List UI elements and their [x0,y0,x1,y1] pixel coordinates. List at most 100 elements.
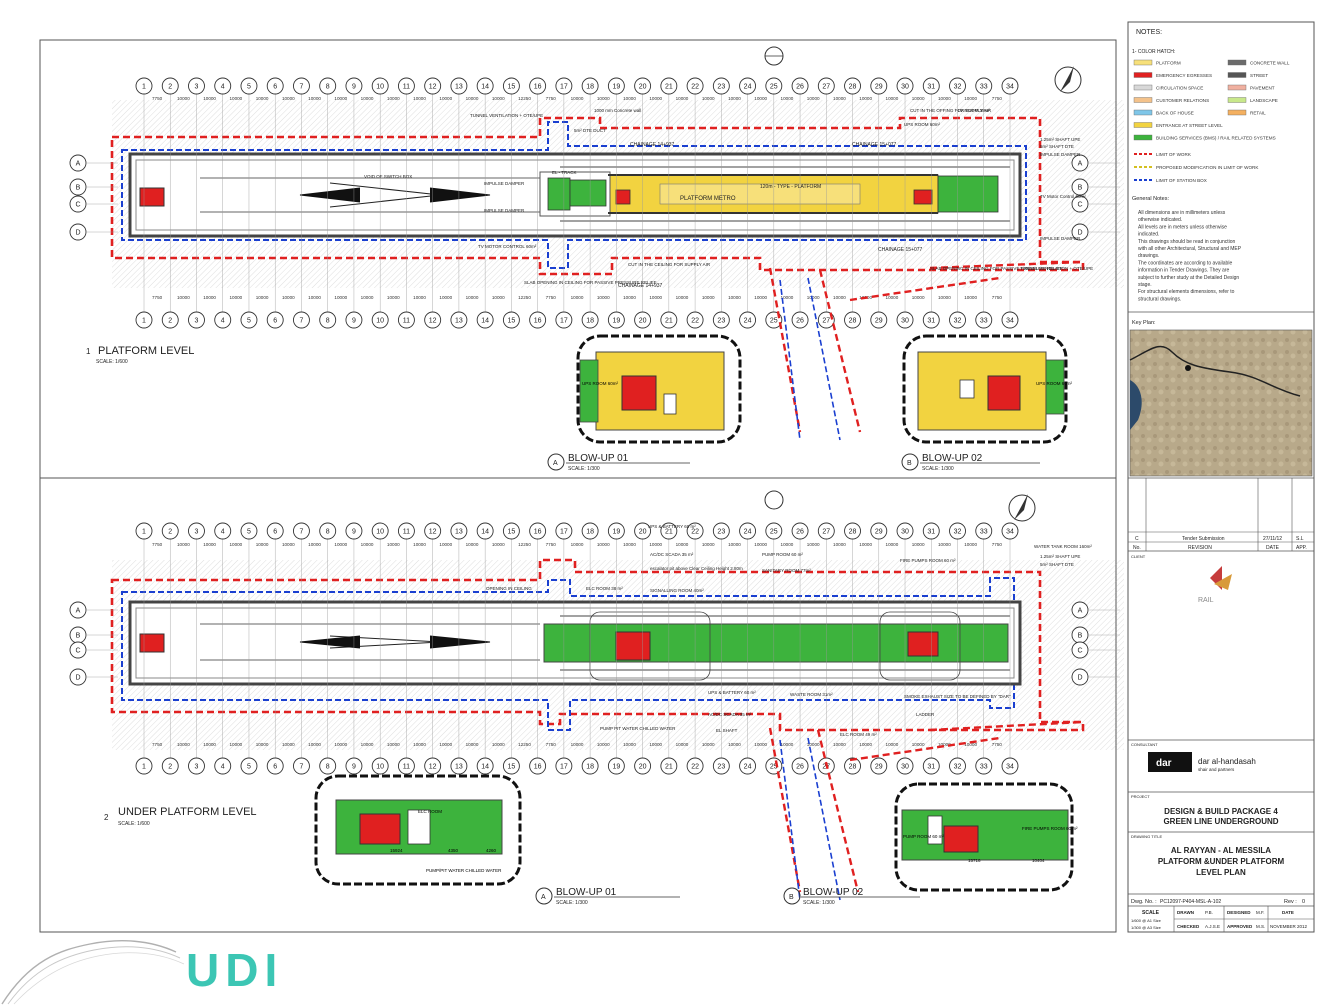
grid-label: 22 [691,318,699,325]
grid-label: 16 [534,318,542,325]
grid-bubble [712,757,730,775]
grid-bubble [476,311,494,329]
grid-label: 17 [560,318,568,325]
grid-spacing: 10000 [571,96,584,101]
general-note-line: stage. [1138,282,1152,288]
grid-label: 32 [954,318,962,325]
grid-bubble [214,311,232,329]
grid-bubble [739,522,757,540]
lo-b1-letter: A [541,894,546,901]
grid-spacing: 10000 [676,542,689,547]
grid-bubble [660,757,678,775]
drawing-title-label: DRAWING TITLE [1131,834,1162,839]
general-note-line: All levels are in meters unless otherwis… [1138,224,1227,230]
rev-head-app: APP. [1296,545,1307,551]
row-label: C [75,648,80,655]
row-label: A [1078,161,1083,168]
grid-spacing: 10000 [754,295,767,300]
grid-bubble [660,311,678,329]
grid-bubble [844,77,861,95]
grid-label: 7 [300,529,304,536]
lo-b2-room: PUMP ROOM 60 m² [903,834,944,839]
grid-bubble [1001,77,1019,95]
grid-label: 23 [717,84,725,91]
grid-spacing: 10000 [492,96,505,101]
tunnel-vent-right: TUNNEL VENTILATION + OTE/UPE [1020,266,1093,271]
grid-spacing: 10000 [964,742,977,747]
grid-label: 20 [639,318,647,325]
grid-spacing: 10000 [886,295,899,300]
grid-bubble [817,77,835,95]
grid-bubble [791,522,809,540]
grid-bubble [161,311,179,329]
legend-label: CIRCULATION SPACE [1156,86,1203,91]
grid-bubble [1001,757,1019,775]
checked-value: A.J.S.E [1205,924,1220,929]
row-label: B [76,185,81,192]
grid-bubble [424,757,442,775]
grid-bubble [686,757,704,775]
grid-bubble [266,522,284,540]
legend-swatch [1227,109,1247,116]
project-label: PROJECT [1131,794,1150,799]
lower-blowup-02: PUMP ROOM 60 m² FIRE PUMPS ROOM 60 m² 15… [894,782,1078,892]
grid-spacing: 10000 [334,295,347,300]
grid-spacing: 10000 [702,96,715,101]
grid-bubble [293,757,310,775]
grid-spacing: 10000 [702,742,715,747]
opening-ceiling-label: OPENING IN CEILING [486,586,532,591]
grid-label: 5 [247,318,251,325]
grid-bubble [870,757,888,775]
row-label: B [1078,633,1083,640]
lo-b2-title: BLOW-UP 02 [803,887,864,898]
rev-head-date: DATE [1266,545,1280,551]
grid-label: 5 [247,529,251,536]
row-label: A [1078,608,1083,615]
grid-spacing: 10000 [282,295,295,300]
grid-label: 5 [247,764,251,771]
grid-bubble [371,522,389,540]
grid-spacing: 10000 [361,542,374,547]
grid-label: 29 [875,318,883,325]
grid-spacing: 10000 [912,742,925,747]
consultant-label: CONSULTANT [1131,742,1158,747]
grid-label: 28 [849,84,857,91]
grid-bubble [293,522,310,540]
grid-spacing: 10000 [649,542,662,547]
grid-spacing: 10000 [597,96,610,101]
grid-label: 9 [352,318,356,325]
grid-label: 5 [247,84,251,91]
grid-label: 12 [429,764,437,771]
lo-b1-room: ELC ROOM [418,809,442,814]
grid-spacing: 10000 [623,742,636,747]
up-b2-bubble [901,453,919,471]
general-note-line: with all other Architectural, Structural… [1138,246,1242,252]
grid-spacing: 10000 [466,742,479,747]
lo-b2-scale: SCALE: 1/300 [803,900,835,906]
grid-spacing: 7750 [152,542,163,547]
grid-spacing: 10000 [833,96,846,101]
chainage-bottom-right: CHAINAGE 15+077 [878,247,923,253]
lo-b2-dim: 15716 [968,858,981,863]
grid-bubble [371,311,389,329]
project-title: DESIGN & BUILD PACKAGE 4 [1164,807,1278,816]
up-b2-title: BLOW-UP 02 [922,453,983,464]
grid-spacing: 10000 [334,96,347,101]
grid-spacing: 10000 [886,96,899,101]
grid-label: 20 [639,529,647,536]
impulse-damper-4: IMPULSE DAMPER [1040,236,1081,241]
grid-bubble [712,522,730,540]
grid-bubble [424,311,442,329]
grid-bubble [555,757,573,775]
grid-label: 3 [195,318,199,325]
designed-label: DESIGNED [1227,910,1251,915]
grid-spacing: 10000 [964,96,977,101]
grid-spacing: 7750 [546,295,557,300]
grid-spacing: 10000 [177,295,190,300]
grid-spacing: 10000 [728,295,741,300]
grid-label: 33 [980,84,988,91]
grid-bubble [424,77,442,95]
grid-spacing: 10000 [676,742,689,747]
color-hatch-title: 1- COLOR HATCH: [1132,49,1175,55]
grid-label: 17 [560,529,568,536]
